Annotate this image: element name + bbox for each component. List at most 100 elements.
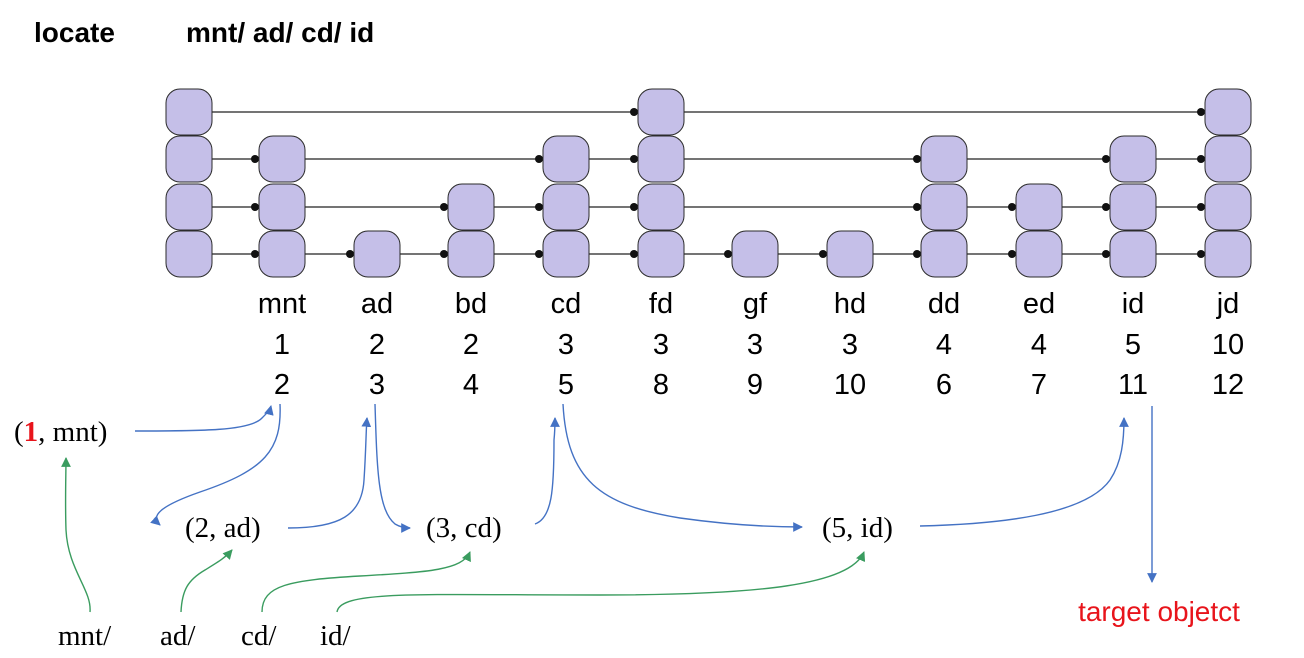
column-name: dd xyxy=(928,288,960,320)
step-tuple-id: (5, id) xyxy=(822,512,893,544)
node-cd-level-3 xyxy=(542,135,590,183)
arrow-id-component xyxy=(336,551,866,613)
column-id: 6 xyxy=(936,369,952,401)
link-pointer-dot xyxy=(1102,203,1110,211)
arrow-id-step-to-id xyxy=(919,417,1129,527)
link-pointer-dot xyxy=(1102,155,1110,163)
column-level: 10 xyxy=(1212,329,1244,361)
node-head-level-4 xyxy=(165,88,213,136)
node-head-level-1 xyxy=(165,230,213,278)
step-tuple-ad: (2, ad) xyxy=(185,512,261,544)
node-ad-level-1 xyxy=(353,230,401,278)
link-pointer-dot xyxy=(913,203,921,211)
node-bd-level-1 xyxy=(447,230,495,278)
node-mnt-level-1 xyxy=(258,230,306,278)
arrow-ad-step-to-ad xyxy=(287,417,372,529)
start-level-number: 1 xyxy=(24,416,39,448)
column-level: 4 xyxy=(936,329,952,361)
node-fd-level-2 xyxy=(637,183,685,231)
target-object-label: target objetct xyxy=(1078,596,1240,627)
arrow-cd-step-to-cd xyxy=(534,417,560,525)
component-cd: cd/ xyxy=(241,620,277,652)
node-jd-level-1 xyxy=(1204,230,1252,278)
column-name: fd xyxy=(649,288,673,320)
column-level: 1 xyxy=(274,329,290,361)
column-level: 3 xyxy=(653,329,669,361)
link-pointer-dot xyxy=(1197,108,1205,116)
column-name: ad xyxy=(361,288,393,320)
link-pointer-dot xyxy=(440,250,448,258)
link-pointer-dot xyxy=(1008,203,1016,211)
link-pointer-dot xyxy=(535,203,543,211)
path-label: mnt/ ad/ cd/ id xyxy=(186,17,374,48)
node-mnt-level-2 xyxy=(258,183,306,231)
column-level: 3 xyxy=(558,329,574,361)
column-level: 3 xyxy=(747,329,763,361)
node-jd-level-4 xyxy=(1204,88,1252,136)
command-label: locate xyxy=(34,17,115,48)
arrow-mnt-to-ad-step xyxy=(150,403,281,526)
column-id: 11 xyxy=(1118,369,1148,401)
link-pointer-dot xyxy=(251,155,259,163)
link-pointer-dot xyxy=(1008,250,1016,258)
node-hd-level-1 xyxy=(826,230,874,278)
column-name: jd xyxy=(1216,288,1240,320)
node-id-level-2 xyxy=(1109,183,1157,231)
arrow-cd-component xyxy=(261,551,471,613)
link-pointer-dot xyxy=(630,108,638,116)
node-jd-level-3 xyxy=(1204,135,1252,183)
component-mnt: mnt/ xyxy=(58,620,112,652)
column-name: cd xyxy=(551,288,582,320)
column-name: hd xyxy=(834,288,866,320)
node-dd-level-1 xyxy=(920,230,968,278)
column-name: mnt xyxy=(258,288,306,320)
column-level: 4 xyxy=(1031,329,1047,361)
link-pointer-dot xyxy=(251,250,259,258)
node-head-level-3 xyxy=(165,135,213,183)
link-pointer-dot xyxy=(1197,203,1205,211)
column-name: ed xyxy=(1023,288,1055,320)
column-name: bd xyxy=(455,288,487,320)
column-id: 10 xyxy=(834,369,866,401)
traversal-arrows xyxy=(134,403,1157,583)
link-pointer-dot xyxy=(913,250,921,258)
component-ad: ad/ xyxy=(160,620,196,652)
component-arrows xyxy=(61,457,866,613)
column-level: 2 xyxy=(463,329,479,361)
skip-list-links xyxy=(212,108,1205,258)
step-tuple-cd: (3, cd) xyxy=(426,512,502,544)
link-pointer-dot xyxy=(346,250,354,258)
arrow-cd-to-id-step xyxy=(562,403,803,532)
skip-list-nodes xyxy=(165,88,1252,278)
node-fd-level-4 xyxy=(637,88,685,136)
link-pointer-dot xyxy=(440,203,448,211)
link-pointer-dot xyxy=(1197,250,1205,258)
link-pointer-dot xyxy=(630,250,638,258)
column-id: 3 xyxy=(369,369,385,401)
node-ed-level-2 xyxy=(1015,183,1063,231)
node-fd-level-1 xyxy=(637,230,685,278)
node-ed-level-1 xyxy=(1015,230,1063,278)
link-pointer-dot xyxy=(1102,250,1110,258)
link-pointer-dot xyxy=(630,155,638,163)
node-id-level-1 xyxy=(1109,230,1157,278)
arrow-ad-to-cd-step xyxy=(374,403,411,533)
arrow-mnt-component xyxy=(61,457,91,613)
column-name: id xyxy=(1122,288,1145,320)
node-fd-level-3 xyxy=(637,135,685,183)
column-id: 9 xyxy=(747,369,763,401)
node-gf-level-1 xyxy=(731,230,779,278)
link-pointer-dot xyxy=(251,203,259,211)
arrow-start-to-mnt xyxy=(134,405,274,432)
link-pointer-dot xyxy=(913,155,921,163)
node-dd-level-3 xyxy=(920,135,968,183)
start-tuple: (1, mnt) xyxy=(14,416,107,448)
column-level: 3 xyxy=(842,329,858,361)
link-pointer-dot xyxy=(535,155,543,163)
column-id: 7 xyxy=(1031,369,1047,401)
column-level: 2 xyxy=(369,329,385,361)
column-id: 12 xyxy=(1212,369,1244,401)
link-pointer-dot xyxy=(724,250,732,258)
link-pointer-dot xyxy=(535,250,543,258)
